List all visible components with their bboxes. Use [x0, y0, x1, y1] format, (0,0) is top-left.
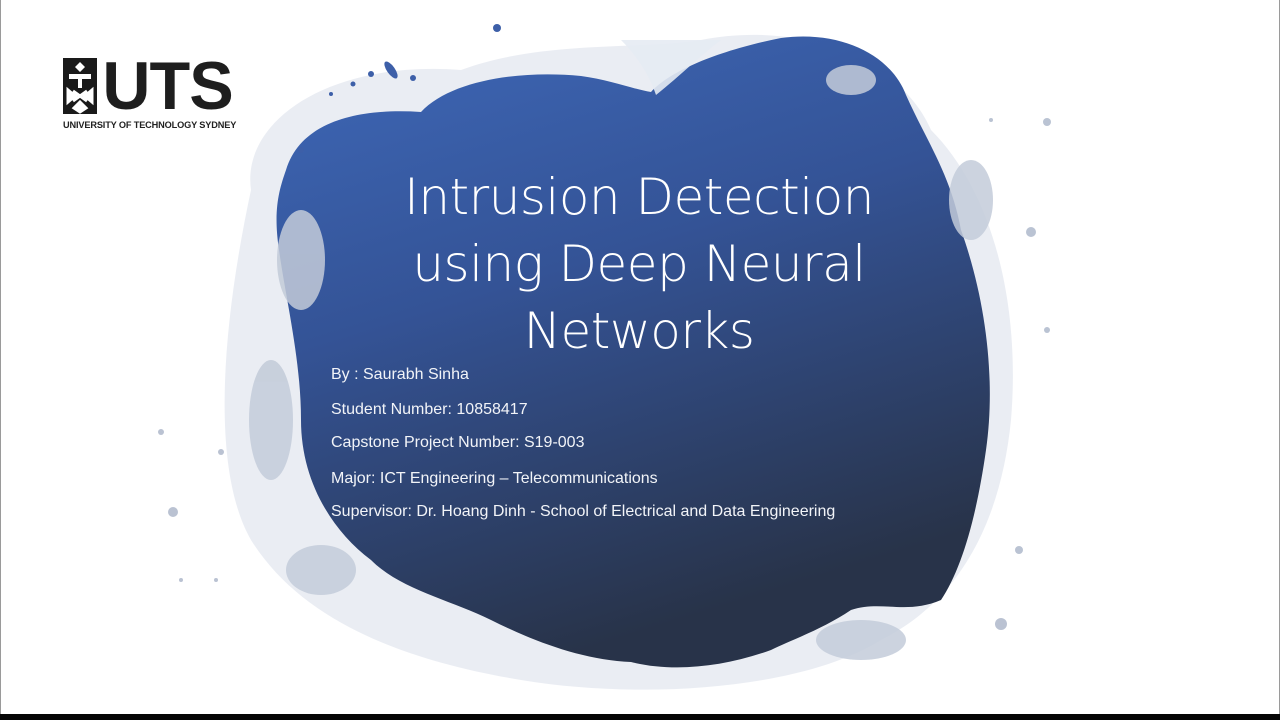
- major-line: Major: ICT Engineering – Telecommunicati…: [331, 470, 658, 487]
- supervisor-line: Supervisor: Dr. Hoang Dinh - School of E…: [331, 503, 836, 520]
- project-number-line: Capstone Project Number: S19-003: [331, 434, 585, 451]
- title-line: Networks: [523, 302, 755, 360]
- title-line: using Deep Neural: [412, 235, 866, 293]
- uts-crest-icon: [63, 58, 97, 114]
- uts-logo: UTS UNIVERSITY OF TECHNOLOGY SYDNEY: [63, 50, 238, 138]
- author-line: By : Saurabh Sinha: [331, 366, 469, 383]
- logo-subtitle: UNIVERSITY OF TECHNOLOGY SYDNEY: [63, 120, 237, 130]
- window-bottom-edge: [0, 714, 1280, 720]
- title-line: Intrusion Detection: [404, 168, 874, 226]
- logo-wordmark: UTS: [102, 48, 233, 124]
- student-number-line: Student Number: 10858417: [331, 401, 528, 418]
- slide-title: Intrusion Detection using Deep Neural Ne…: [361, 164, 917, 365]
- splatter-dots: [298, 24, 501, 153]
